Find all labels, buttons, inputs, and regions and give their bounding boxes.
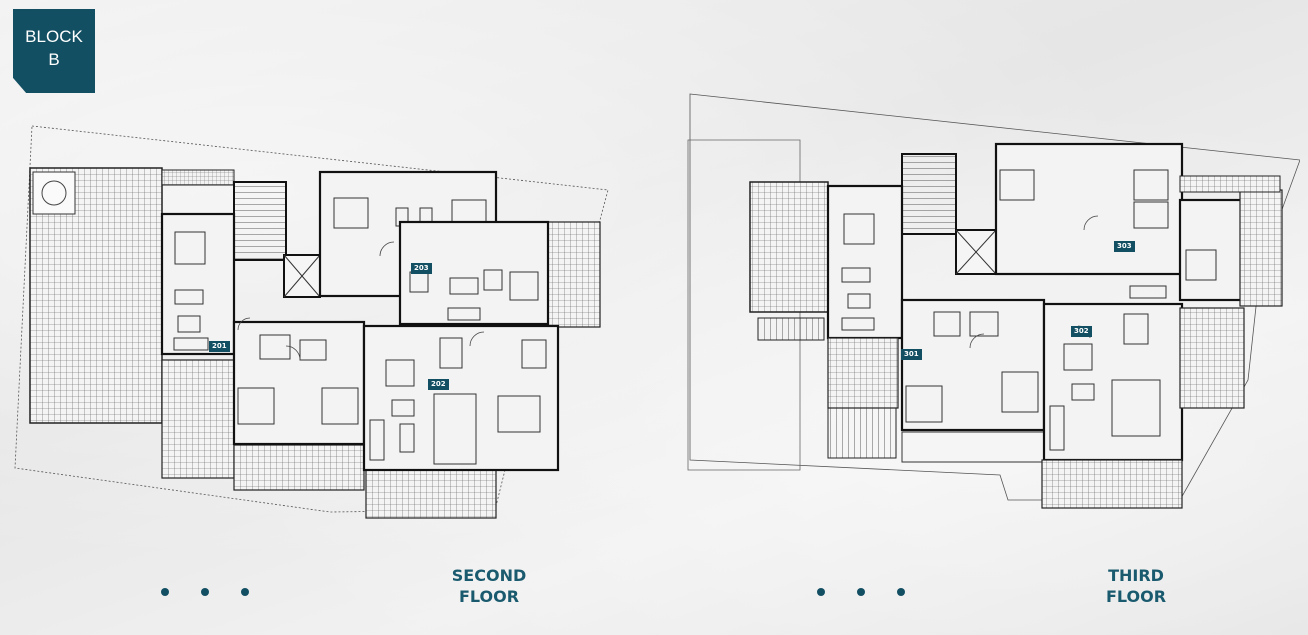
dot-1[interactable]: [161, 588, 169, 596]
second-floor-dots: [161, 588, 249, 596]
second-floor-title-line2: FLOOR: [458, 587, 520, 606]
unit-label-301[interactable]: 301: [901, 349, 922, 360]
block-badge-label: BLOCK: [25, 27, 83, 46]
third-floor-drawing: [687, 93, 1300, 509]
unit-label-303[interactable]: 303: [1114, 241, 1135, 252]
unit-label-202[interactable]: 202: [428, 379, 449, 390]
dot-2[interactable]: [201, 588, 209, 596]
unit-label-201[interactable]: 201: [209, 341, 230, 352]
third-floor-title-line2: FLOOR: [1105, 587, 1167, 606]
second-floor-drawing: [14, 125, 609, 519]
block-badge-letter: B: [48, 50, 60, 69]
third-floor-plan[interactable]: 301 302 303: [680, 90, 1300, 520]
third-floor-title: THIRD FLOOR: [1098, 565, 1174, 607]
second-floor-title: SECOND FLOOR: [442, 565, 536, 607]
dot-1[interactable]: [817, 588, 825, 596]
unit-label-203[interactable]: 203: [411, 263, 432, 274]
third-floor-title-line1: THIRD: [1108, 566, 1164, 585]
unit-label-302[interactable]: 302: [1071, 326, 1092, 337]
dot-3[interactable]: [241, 588, 249, 596]
third-floor-dots: [817, 588, 905, 596]
second-floor-title-line1: SECOND: [451, 566, 527, 585]
block-badge: BLOCK B: [13, 9, 95, 93]
dot-2[interactable]: [857, 588, 865, 596]
second-floor-plan[interactable]: 201 202 203: [0, 0, 620, 530]
dot-3[interactable]: [897, 588, 905, 596]
